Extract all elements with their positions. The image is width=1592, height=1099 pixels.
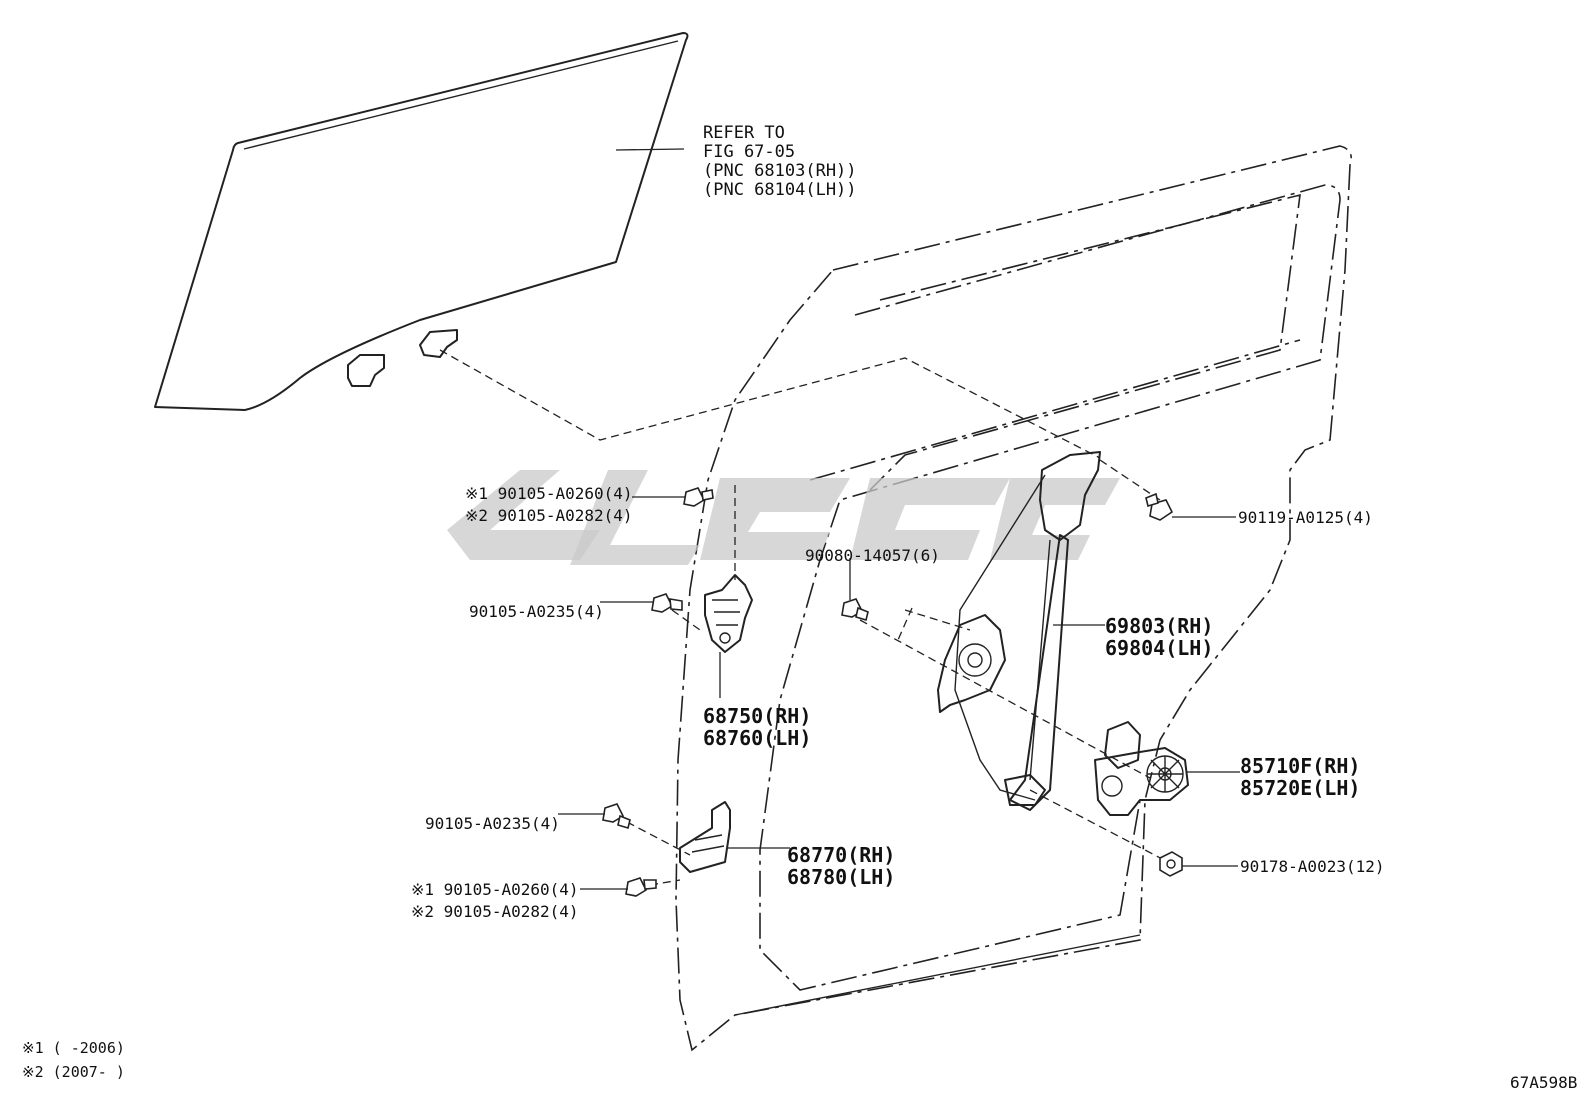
- bolt-upper-hinge-top-label-2: ※2 90105-A0282(4): [465, 506, 633, 525]
- regulator-rh-label: 69803(RH): [1105, 614, 1213, 638]
- regulator-bolt-label: 90080-14057(6): [805, 546, 940, 565]
- bolt-lower-hinge-bottom-label-2: ※2 90105-A0282(4): [411, 902, 579, 921]
- nut-label: 90178-A0023(12): [1240, 857, 1385, 876]
- door-frame: [675, 145, 1353, 1052]
- motor-lh-label: 85720E(LH): [1240, 776, 1360, 800]
- upper-hinge-lh-label: 68760(LH): [703, 726, 811, 750]
- bolt-icon: [651, 593, 683, 613]
- upper-hinge-rh-label: 68750(RH): [703, 704, 811, 728]
- bolt-upper-hinge-top-label-1: ※1 90105-A0260(4): [465, 484, 633, 503]
- glass-reference-label: REFER TO FIG 67-05 (PNC 68103(RH)) (PNC …: [703, 123, 857, 200]
- glass-ref-line1: REFER TO: [703, 123, 785, 143]
- bolt-icon: [1145, 492, 1174, 521]
- watermark-logo-icon: [447, 470, 1120, 565]
- nut-icon: [1159, 851, 1183, 877]
- bolt-icon: [602, 803, 631, 830]
- glass-ref-line4: (PNC 68104(LH)): [703, 180, 857, 200]
- lower-hinge: [679, 801, 731, 873]
- bolt-lower-hinge-label: 90105-A0235(4): [425, 814, 560, 833]
- bolt-icon: [683, 487, 714, 507]
- bolt-icon: [625, 877, 657, 897]
- window-motor: [1094, 721, 1189, 816]
- window-regulator: [937, 451, 1101, 811]
- glass-bolt-label: 90119-A0125(4): [1238, 508, 1373, 527]
- note-2: ※2 (2007- ): [22, 1063, 125, 1081]
- window-glass: [154, 32, 689, 411]
- regulator-lh-label: 69804(LH): [1105, 636, 1213, 660]
- bolt-icon: [841, 598, 869, 622]
- upper-hinge: [704, 574, 753, 653]
- note-1: ※1 ( -2006): [22, 1039, 125, 1057]
- motor-rh-label: 85710F(RH): [1240, 754, 1360, 778]
- glass-ref-line2: FIG 67-05: [703, 142, 795, 162]
- lower-hinge-rh-label: 68770(RH): [787, 843, 895, 867]
- bolt-lower-hinge-bottom-label-1: ※1 90105-A0260(4): [411, 880, 579, 899]
- glass-ref-line3: (PNC 68103(RH)): [703, 161, 857, 181]
- leader-lines: [558, 496, 1240, 890]
- lower-hinge-lh-label: 68780(LH): [787, 865, 895, 889]
- diagram-code: 67A598B: [1510, 1073, 1577, 1092]
- bolt-upper-hinge-label: 90105-A0235(4): [469, 602, 604, 621]
